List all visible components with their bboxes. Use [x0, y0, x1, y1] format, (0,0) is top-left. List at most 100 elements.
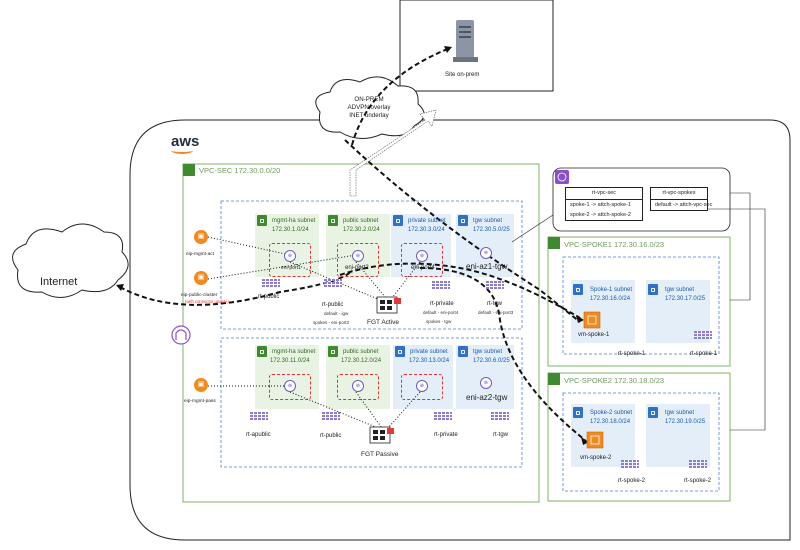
lock-icon: [458, 215, 468, 226]
az2-rt-private-label: rt-private: [434, 432, 458, 438]
az2-rt-public-label: rt-public: [320, 433, 342, 439]
az1-rt-public-label: rt-public: [322, 302, 344, 308]
on-prem-box: [399, 0, 554, 92]
eni-icon: ⊕: [284, 250, 296, 262]
eni-az1-tgw-label: eni-az1-tgw: [466, 262, 508, 271]
route-table-icon: [262, 278, 280, 290]
eip-public-cluster-label: eip-public-cluster: [181, 293, 218, 298]
lock-icon: [328, 346, 338, 357]
internet-cloud-shape: [12, 223, 129, 298]
spoke1-rt-tgw-label: rt-spoke-1: [690, 351, 718, 357]
tgw-to-spoke1-connector: [730, 192, 751, 301]
tgw-rt-vpc-sec-row-2: spoke-2 -> attch-spoke-2: [570, 212, 631, 218]
lock-icon: [648, 407, 658, 418]
lock-icon: [393, 215, 403, 226]
eni-icon: ⊕: [416, 380, 428, 392]
az1-rt-private-route-2: spokes - tgw: [426, 319, 452, 324]
eni-az2-mgmt-box: [269, 374, 311, 400]
route-table-icon: [689, 459, 707, 471]
spoke1-az-box: [562, 256, 720, 355]
fgt-to-spoke2-path: [419, 267, 586, 441]
tgw-to-sec-connector: [511, 214, 554, 243]
onprem-line-1: ON-PREM: [354, 96, 384, 103]
eni-port4-label: eni-port4: [411, 265, 435, 271]
site-onprem-label: Site on-prem: [445, 72, 480, 78]
eni-port2-box: [337, 243, 379, 277]
vpc-spoke1-icon: [548, 237, 560, 249]
az1-rt-public-route-1: default - igw: [324, 311, 349, 316]
spoke2-az-box: [562, 392, 720, 492]
route-table-icon: [621, 459, 639, 471]
az1-rt-mgmt-label: rt-public: [258, 294, 280, 300]
tgw-rt-vpc-spokes: rt-vpc-spokes default -> attch-vpc-sec: [650, 187, 712, 211]
vpc-spoke2-title: VPC-SPOKE2 172.30.18.0/23: [564, 376, 665, 385]
eni-icon: ⊕: [352, 380, 364, 392]
az2-public-subnet-name: public subnet: [343, 349, 379, 355]
eip-mgmt-act-label: eip-mgmt-act: [186, 252, 214, 257]
az2-mgmt-subnet-name: mgmt-ha subnet: [272, 349, 316, 355]
tgw-icon: [555, 170, 569, 184]
az2-rt-tgw-label: rt-tgw: [493, 432, 508, 438]
spoke2-tgw-subnet-name: tgw subnet: [665, 410, 695, 416]
spoke2-rt-subnet-label: rt-spoke-2: [618, 478, 646, 484]
az2-private-subnet-name: private subnet: [410, 349, 448, 355]
route-table-icon: [322, 411, 340, 423]
lock-icon: [395, 346, 405, 357]
eni-port2-label: eni-port2: [345, 265, 369, 271]
route-table-icon: [434, 411, 452, 423]
tgw-rt-vpc-sec-header: rt-vpc-sec: [566, 188, 642, 200]
route-table-icon: [491, 411, 509, 423]
az2-mgmt-subnet-cidr: 172.30.11.0/24: [270, 358, 310, 364]
eip-mgmt-pass-icon: ▣: [194, 378, 208, 392]
vpc-spoke1-title: VPC-SPOKE1 172.30.16.0/23: [564, 240, 665, 249]
tgw-rt-vpc-spokes-header: rt-vpc-spokes: [651, 188, 707, 200]
az1-mgmt-subnet-name: mgmt-ha subnet: [272, 218, 316, 224]
az2-private-subnet-cidr: 172.30.13.0/24: [409, 358, 450, 364]
vm-spoke1-icon: [583, 311, 601, 329]
vpc-sec-title: VPC-SEC 172.30.0.0/20: [199, 166, 281, 175]
vpc-sec-icon: [183, 164, 195, 176]
route-table-icon: [486, 280, 504, 292]
spoke2-subnet-cidr: 172.30.18.0/24: [590, 419, 631, 425]
eni-port1-box: [269, 243, 311, 277]
az2-box: [220, 337, 523, 468]
spoke1-tgw-subnet-name: tgw subnet: [665, 287, 695, 293]
az1-rt-public-route-2: spokes - eni-port3: [313, 320, 350, 325]
spoke1-subnet-cidr: 172.30.16.0/24: [590, 296, 631, 302]
tgw-rt-vpc-sec-row-1: spoke-1 -> attch-spoke-1: [570, 202, 631, 208]
internet-label: Internet: [40, 276, 78, 288]
onprem-line-3: INET underlay: [349, 112, 389, 119]
aws-logo-text: aws: [171, 133, 200, 150]
route-table-icon: [694, 330, 712, 342]
route-table-icon: [324, 278, 342, 290]
tgw-to-spoke2-connector: [705, 208, 766, 431]
lock-icon: [573, 284, 583, 295]
aws-logo: aws: [171, 133, 199, 154]
vm-spoke2-label: vm-spoke-2: [580, 455, 612, 461]
vpc-spoke1-box: [547, 236, 731, 367]
eni-icon: ⊕: [480, 247, 492, 259]
spoke2-rt-tgw-label: rt-spoke-2: [684, 478, 712, 484]
onprem-cloud-text: ON-PREM ADVPN overlay INET underlay: [338, 96, 400, 120]
lock-icon: [573, 407, 583, 418]
az2-tgw-subnet-cidr: 172.30.6.0/25: [473, 358, 510, 364]
eni-icon: ⊕: [416, 250, 428, 262]
spoke2-tgw-subnet-cidr: 172.30.19.0/25: [665, 419, 706, 425]
eip-mgmt-act-icon: ▣: [194, 230, 208, 244]
eip-mgmt-pass-label: eip-mgmt-pass: [184, 399, 216, 404]
spoke2-subnet-name: Spoke-2 subnet: [590, 410, 633, 416]
lock-icon: [257, 215, 267, 226]
lock-icon: [648, 284, 658, 295]
eni-az2-tgw-label: eni-az2-tgw: [466, 393, 508, 402]
az1-public-subnet-cidr: 172.30.2.0/24: [343, 227, 380, 233]
eni-icon: ⊕: [352, 250, 364, 262]
az1-tgw-subnet-cidr: 172.30.5.0/25: [473, 227, 510, 233]
az1-private-subnet-cidr: 172.30.3.0/24: [408, 227, 445, 233]
vpc-spoke2-icon: [548, 373, 560, 385]
fgt-passive-icon: [369, 426, 394, 444]
az1-rt-private-label: rt-private: [430, 301, 454, 307]
igw-icon: [171, 325, 191, 345]
fgt-active-label: FGT Active: [367, 319, 400, 326]
internet-to-fgt-path: [119, 269, 353, 306]
